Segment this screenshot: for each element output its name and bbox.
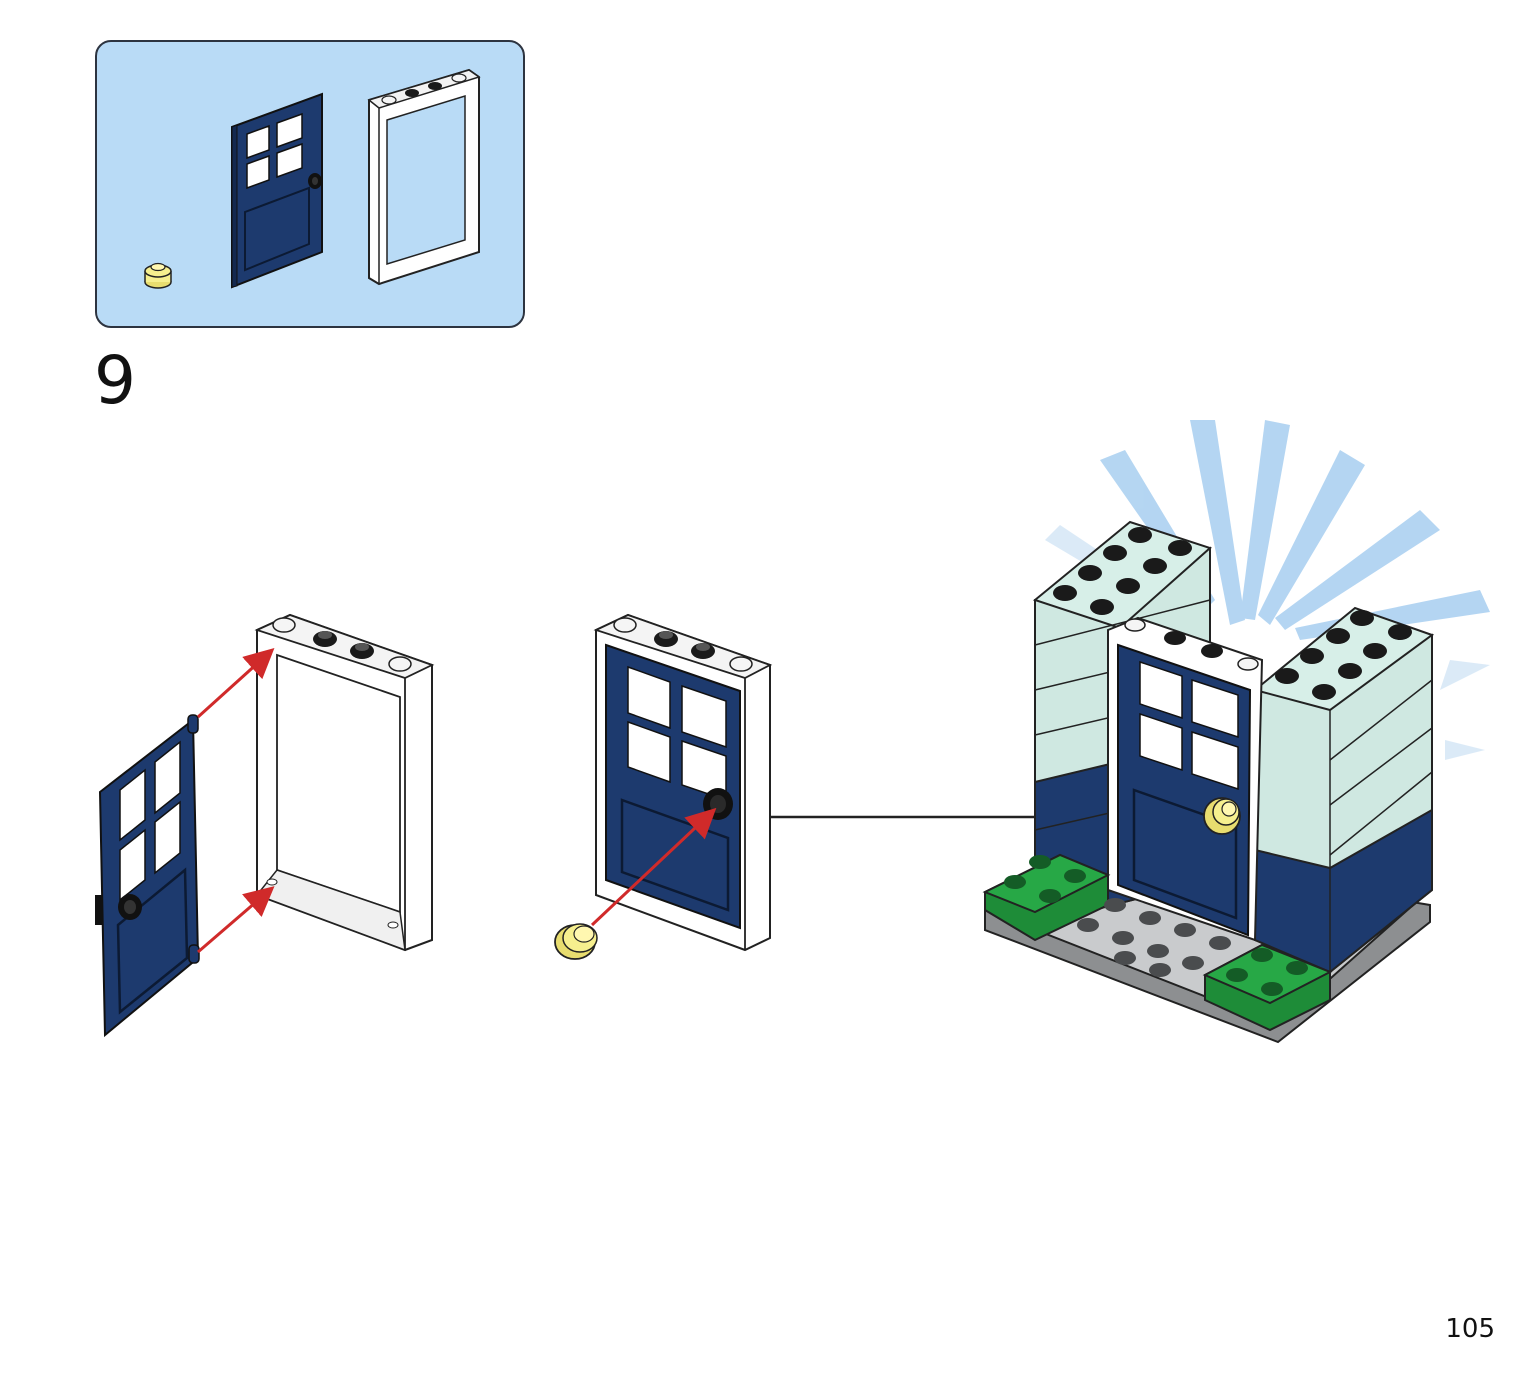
door-a (95, 714, 200, 1038)
step-number: 9 (94, 342, 136, 419)
arrow-hinge-top (196, 647, 275, 719)
arrow-hinge-bottom (197, 886, 275, 954)
green-plate-left (982, 853, 1111, 942)
round-plate-icon (144, 262, 172, 289)
parts-callout (95, 40, 525, 328)
door-open-assembly (95, 613, 435, 1038)
assembly-scene (95, 420, 1490, 1044)
doorknob-yellow (1203, 797, 1241, 835)
door-frame-a (254, 613, 435, 952)
door-icon (231, 92, 323, 289)
green-plate-right (1202, 943, 1333, 1032)
door-closed-assembly (554, 613, 773, 960)
door-frame-icon (367, 68, 481, 286)
arrow-knob (590, 807, 717, 927)
gray-plate (1077, 898, 1231, 977)
parts-illustration (144, 68, 481, 289)
round-plate-b (554, 923, 598, 960)
page-number: 105 (1445, 1314, 1495, 1344)
house-model (982, 420, 1490, 1044)
